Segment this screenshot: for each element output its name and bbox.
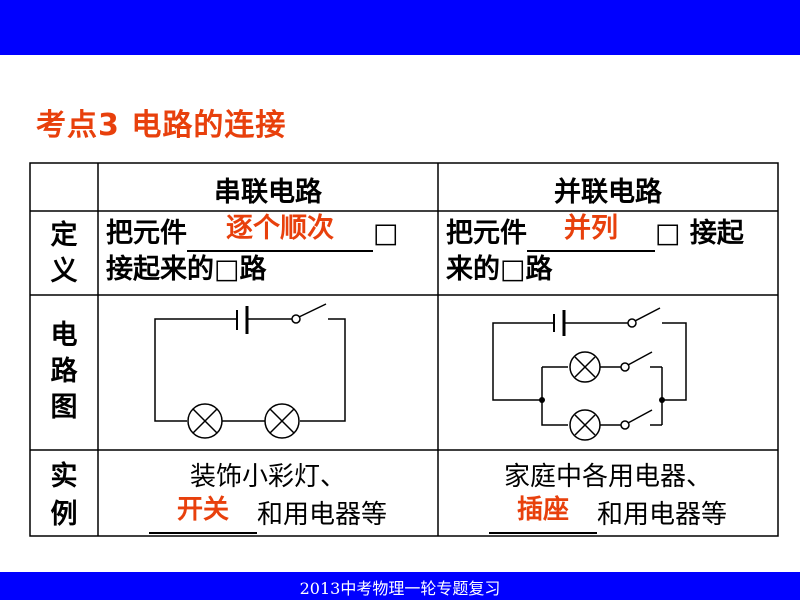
definition-parallel-prefix: 把元件: [446, 218, 527, 249]
definition-parallel: 把元件 并列 □ 接起 来的□路: [446, 213, 772, 288]
series-lamp-2: [264, 403, 300, 439]
definition-series-suffix: □: [373, 218, 399, 249]
definition-series-answer: 逐个顺次: [226, 213, 334, 244]
definition-parallel-line1: 把元件 并列 □ 接起: [446, 213, 772, 252]
example-series-blank: 开关: [148, 495, 257, 534]
series-wire-right: [300, 318, 346, 422]
parallel-main-switch-pivot: [627, 318, 637, 328]
definition-series-line1: 把元件 逐个顺次 □: [106, 213, 432, 252]
row-label-diagram-1: 电: [50, 320, 78, 351]
example-parallel-line2: 插座和用电器等: [438, 495, 778, 534]
example-series-line1: 装饰小彩灯、: [189, 462, 346, 492]
parallel-main-switch-blade: [634, 307, 661, 322]
row-label-example-2: 例: [50, 499, 78, 530]
header-parallel-circuit: 并联电路: [554, 177, 662, 208]
definition-parallel-blank: 并列: [527, 213, 655, 252]
parallel-branch-switch-1-blade: [627, 351, 653, 366]
definition-series-blank: 逐个顺次: [187, 213, 373, 252]
parallel-junction-right: [659, 397, 665, 403]
row-label-definition-2: 义: [50, 256, 78, 287]
example-series-line2: 开关和用电器等: [98, 495, 438, 534]
example-parallel-line1: 家庭中各用电器、: [503, 462, 712, 492]
parallel-branch-switch-2-pivot: [620, 420, 630, 430]
header-bar: [0, 0, 800, 55]
row-label-example-1: 实: [50, 461, 78, 492]
parallel-wire-main-right: [662, 322, 687, 401]
series-switch-pivot: [291, 314, 301, 324]
definition-parallel-line2: 来的□路: [446, 254, 553, 285]
definition-series: 把元件 逐个顺次 □ 接起来的□路: [106, 213, 432, 288]
parallel-wire-main-left: [492, 322, 554, 401]
definition-parallel-answer: 并列: [564, 213, 618, 244]
definition-series-line2: 接起来的□路: [106, 254, 267, 285]
example-parallel-blank: 插座: [488, 495, 597, 534]
example-series-suffix: 和用电器等: [256, 500, 387, 530]
definition-parallel-suffix: □ 接起: [655, 218, 744, 249]
example-parallel-suffix: 和用电器等: [596, 500, 727, 530]
definition-series-prefix: 把元件: [106, 218, 187, 249]
row-label-definition: 定 义: [30, 218, 98, 290]
row-label-diagram-2: 路: [50, 356, 78, 387]
series-wire-left: [154, 318, 237, 422]
example-series: 装饰小彩灯、 开关和用电器等: [98, 458, 438, 534]
header-series-circuit: 串联电路: [214, 177, 322, 208]
parallel-junction-left: [539, 397, 545, 403]
slide-title: 考点3 电路的连接: [36, 108, 287, 143]
parallel-branch-switch-1-pivot: [620, 362, 630, 372]
example-series-answer: 开关: [176, 495, 229, 525]
row-label-definition-1: 定: [50, 220, 78, 251]
example-parallel-answer: 插座: [516, 495, 569, 525]
footer-text: 2013中考物理一轮专题复习: [299, 579, 501, 598]
series-switch-blade: [298, 303, 327, 318]
footer-bar: [0, 572, 800, 600]
parallel-branch-switch-2-blade: [627, 409, 653, 424]
row-label-diagram-3: 图: [50, 392, 78, 423]
row-label-example: 实 例: [30, 458, 98, 534]
example-parallel: 家庭中各用电器、 插座和用电器等: [438, 458, 778, 534]
row-label-diagram: 电 路 图: [30, 318, 98, 426]
